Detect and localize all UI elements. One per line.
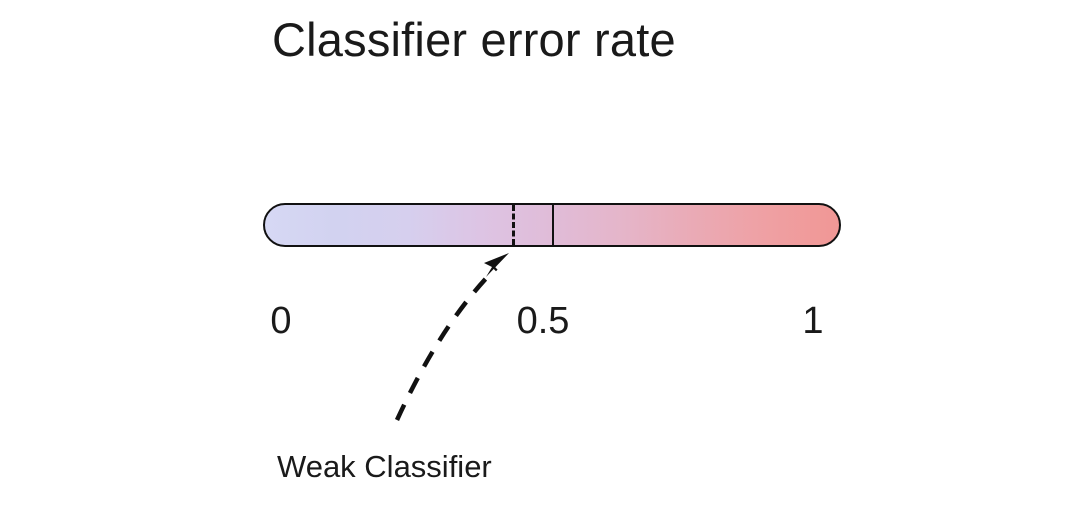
annotation-caption-weak-classifier: Weak Classifier bbox=[277, 449, 492, 484]
weak-classifier-marker bbox=[511, 205, 515, 245]
page-title: Classifier error rate bbox=[272, 13, 676, 66]
axis-tick-label-0.5: 0.5 bbox=[516, 300, 570, 342]
arrowhead-icon bbox=[484, 253, 509, 277]
half-error-marker bbox=[552, 205, 554, 245]
axis-tick-label-1: 1 bbox=[802, 300, 824, 342]
error-rate-bar bbox=[263, 203, 841, 247]
annotation-leader-line bbox=[394, 266, 498, 421]
axis-tick-label-0: 0 bbox=[270, 300, 292, 342]
error-rate-gradient-scale bbox=[263, 203, 841, 247]
